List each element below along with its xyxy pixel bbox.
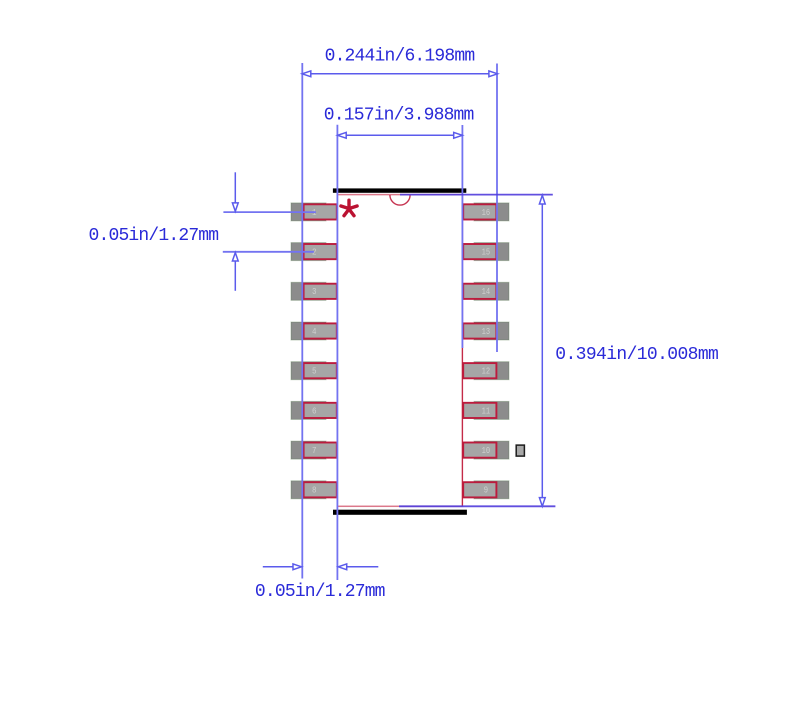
svg-text:5: 5 xyxy=(312,367,317,377)
svg-text:0.157in/3.988mm: 0.157in/3.988mm xyxy=(324,106,474,126)
svg-text:13: 13 xyxy=(482,327,491,337)
svg-text:16: 16 xyxy=(482,208,491,218)
svg-text:0.244in/6.198mm: 0.244in/6.198mm xyxy=(325,47,475,67)
svg-text:3: 3 xyxy=(312,287,317,297)
svg-text:8: 8 xyxy=(312,486,317,496)
svg-text:10: 10 xyxy=(482,446,491,456)
svg-text:9: 9 xyxy=(484,486,489,496)
svg-text:15: 15 xyxy=(482,248,491,258)
svg-text:4: 4 xyxy=(312,327,317,337)
svg-text:0.05in/1.27mm: 0.05in/1.27mm xyxy=(89,226,219,246)
svg-text:12: 12 xyxy=(482,367,491,377)
svg-text:0.394in/10.008mm: 0.394in/10.008mm xyxy=(555,345,718,365)
svg-text:14: 14 xyxy=(482,287,491,297)
svg-text:11: 11 xyxy=(482,406,491,416)
svg-text:7: 7 xyxy=(312,446,317,456)
svg-text:2: 2 xyxy=(312,248,317,258)
svg-text:0.05in/1.27mm: 0.05in/1.27mm xyxy=(255,582,385,602)
svg-text:6: 6 xyxy=(312,406,317,416)
